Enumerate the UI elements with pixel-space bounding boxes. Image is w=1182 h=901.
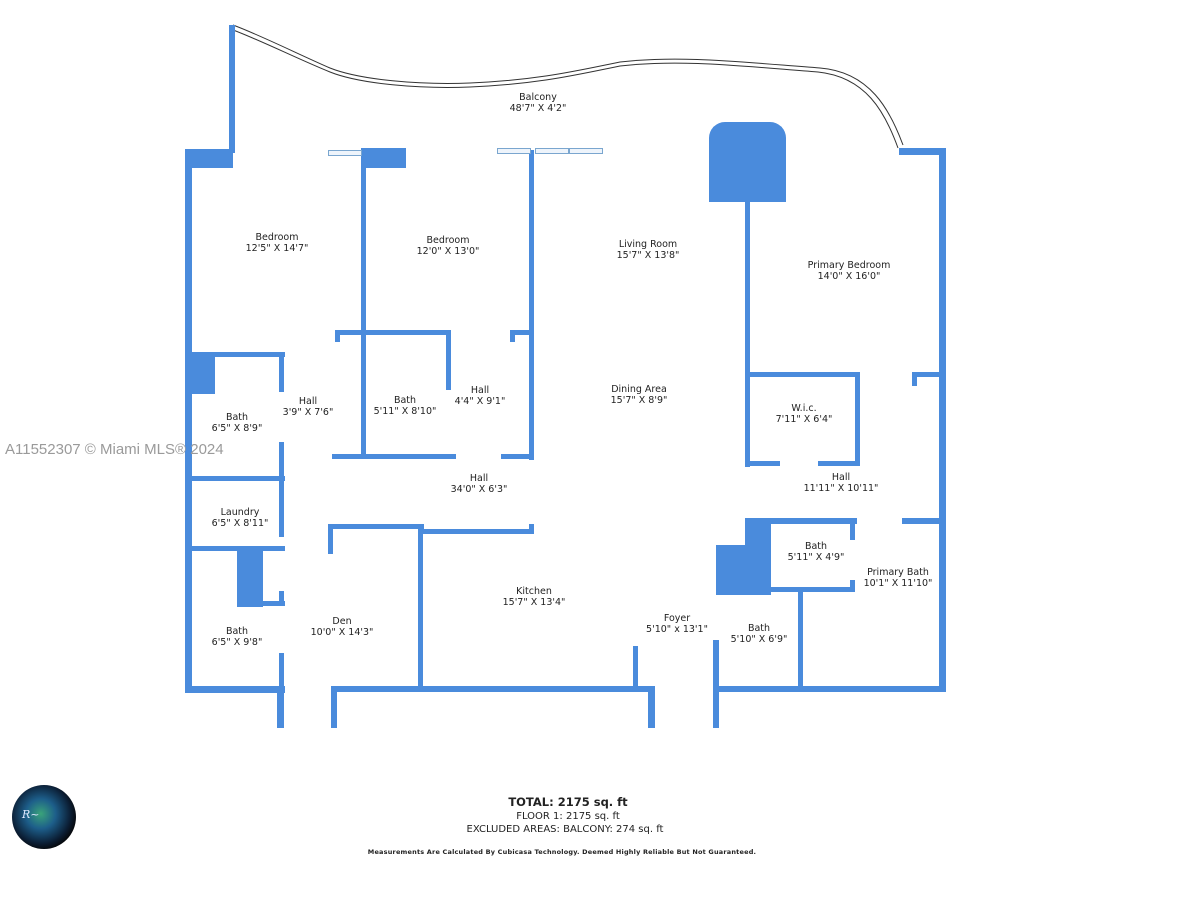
wall	[361, 148, 406, 168]
wall	[899, 148, 946, 155]
wall	[331, 686, 337, 728]
wall	[818, 461, 860, 466]
wall	[850, 580, 855, 592]
wall	[185, 686, 285, 693]
wall	[648, 686, 655, 728]
wall	[713, 640, 719, 728]
wall	[939, 148, 946, 692]
wall	[279, 653, 284, 693]
wall	[715, 686, 946, 692]
wall	[279, 442, 284, 537]
wall	[850, 524, 855, 540]
wall	[745, 461, 780, 466]
wall	[529, 524, 534, 534]
window	[535, 148, 569, 154]
wall	[331, 686, 655, 692]
wall	[229, 25, 235, 153]
shower-block	[745, 518, 771, 595]
wall	[279, 591, 284, 606]
wall	[263, 601, 285, 606]
window	[497, 148, 531, 154]
wall	[185, 476, 285, 481]
floor-area: FLOOR 1: 2175 sq. ft	[516, 811, 620, 822]
window	[569, 148, 603, 154]
wall	[768, 587, 855, 592]
wall	[501, 454, 534, 459]
fireplace-column	[709, 122, 786, 202]
wall	[529, 150, 534, 460]
wall	[912, 372, 917, 386]
wall	[745, 200, 750, 467]
wall	[185, 546, 285, 551]
wall	[745, 518, 857, 524]
wall	[277, 686, 284, 728]
wall	[510, 330, 515, 342]
mls-watermark: A11552307 © Miami MLS® 2024	[5, 441, 224, 458]
wall	[510, 330, 532, 335]
wall	[361, 150, 366, 458]
logo-signature: R~	[22, 808, 40, 821]
wall	[335, 330, 451, 335]
wall	[902, 518, 944, 524]
measurement-disclaimer: Measurements Are Calculated By Cubicasa …	[367, 848, 757, 856]
wall	[855, 372, 860, 465]
wall	[185, 352, 285, 357]
wall	[912, 372, 942, 377]
wall	[279, 352, 284, 392]
shower-block	[237, 549, 263, 607]
camera-lens-icon	[12, 785, 76, 849]
wall	[418, 529, 534, 534]
wall	[446, 330, 451, 390]
wall	[418, 524, 423, 691]
room-wic: W.i.c.7'11" X 6'4"	[775, 403, 833, 425]
wall	[185, 149, 233, 168]
wall	[745, 372, 860, 377]
wall	[328, 524, 424, 529]
wall	[332, 454, 456, 459]
excluded-areas: EXCLUDED AREAS: BALCONY: 274 sq. ft	[466, 824, 664, 835]
wall	[335, 330, 340, 342]
total-area: TOTAL: 2175 sq. ft	[508, 795, 628, 809]
wall	[633, 646, 638, 691]
wall	[328, 524, 333, 554]
wall	[798, 592, 803, 690]
wall	[185, 149, 192, 692]
window	[328, 150, 362, 156]
shower-block	[185, 352, 215, 394]
